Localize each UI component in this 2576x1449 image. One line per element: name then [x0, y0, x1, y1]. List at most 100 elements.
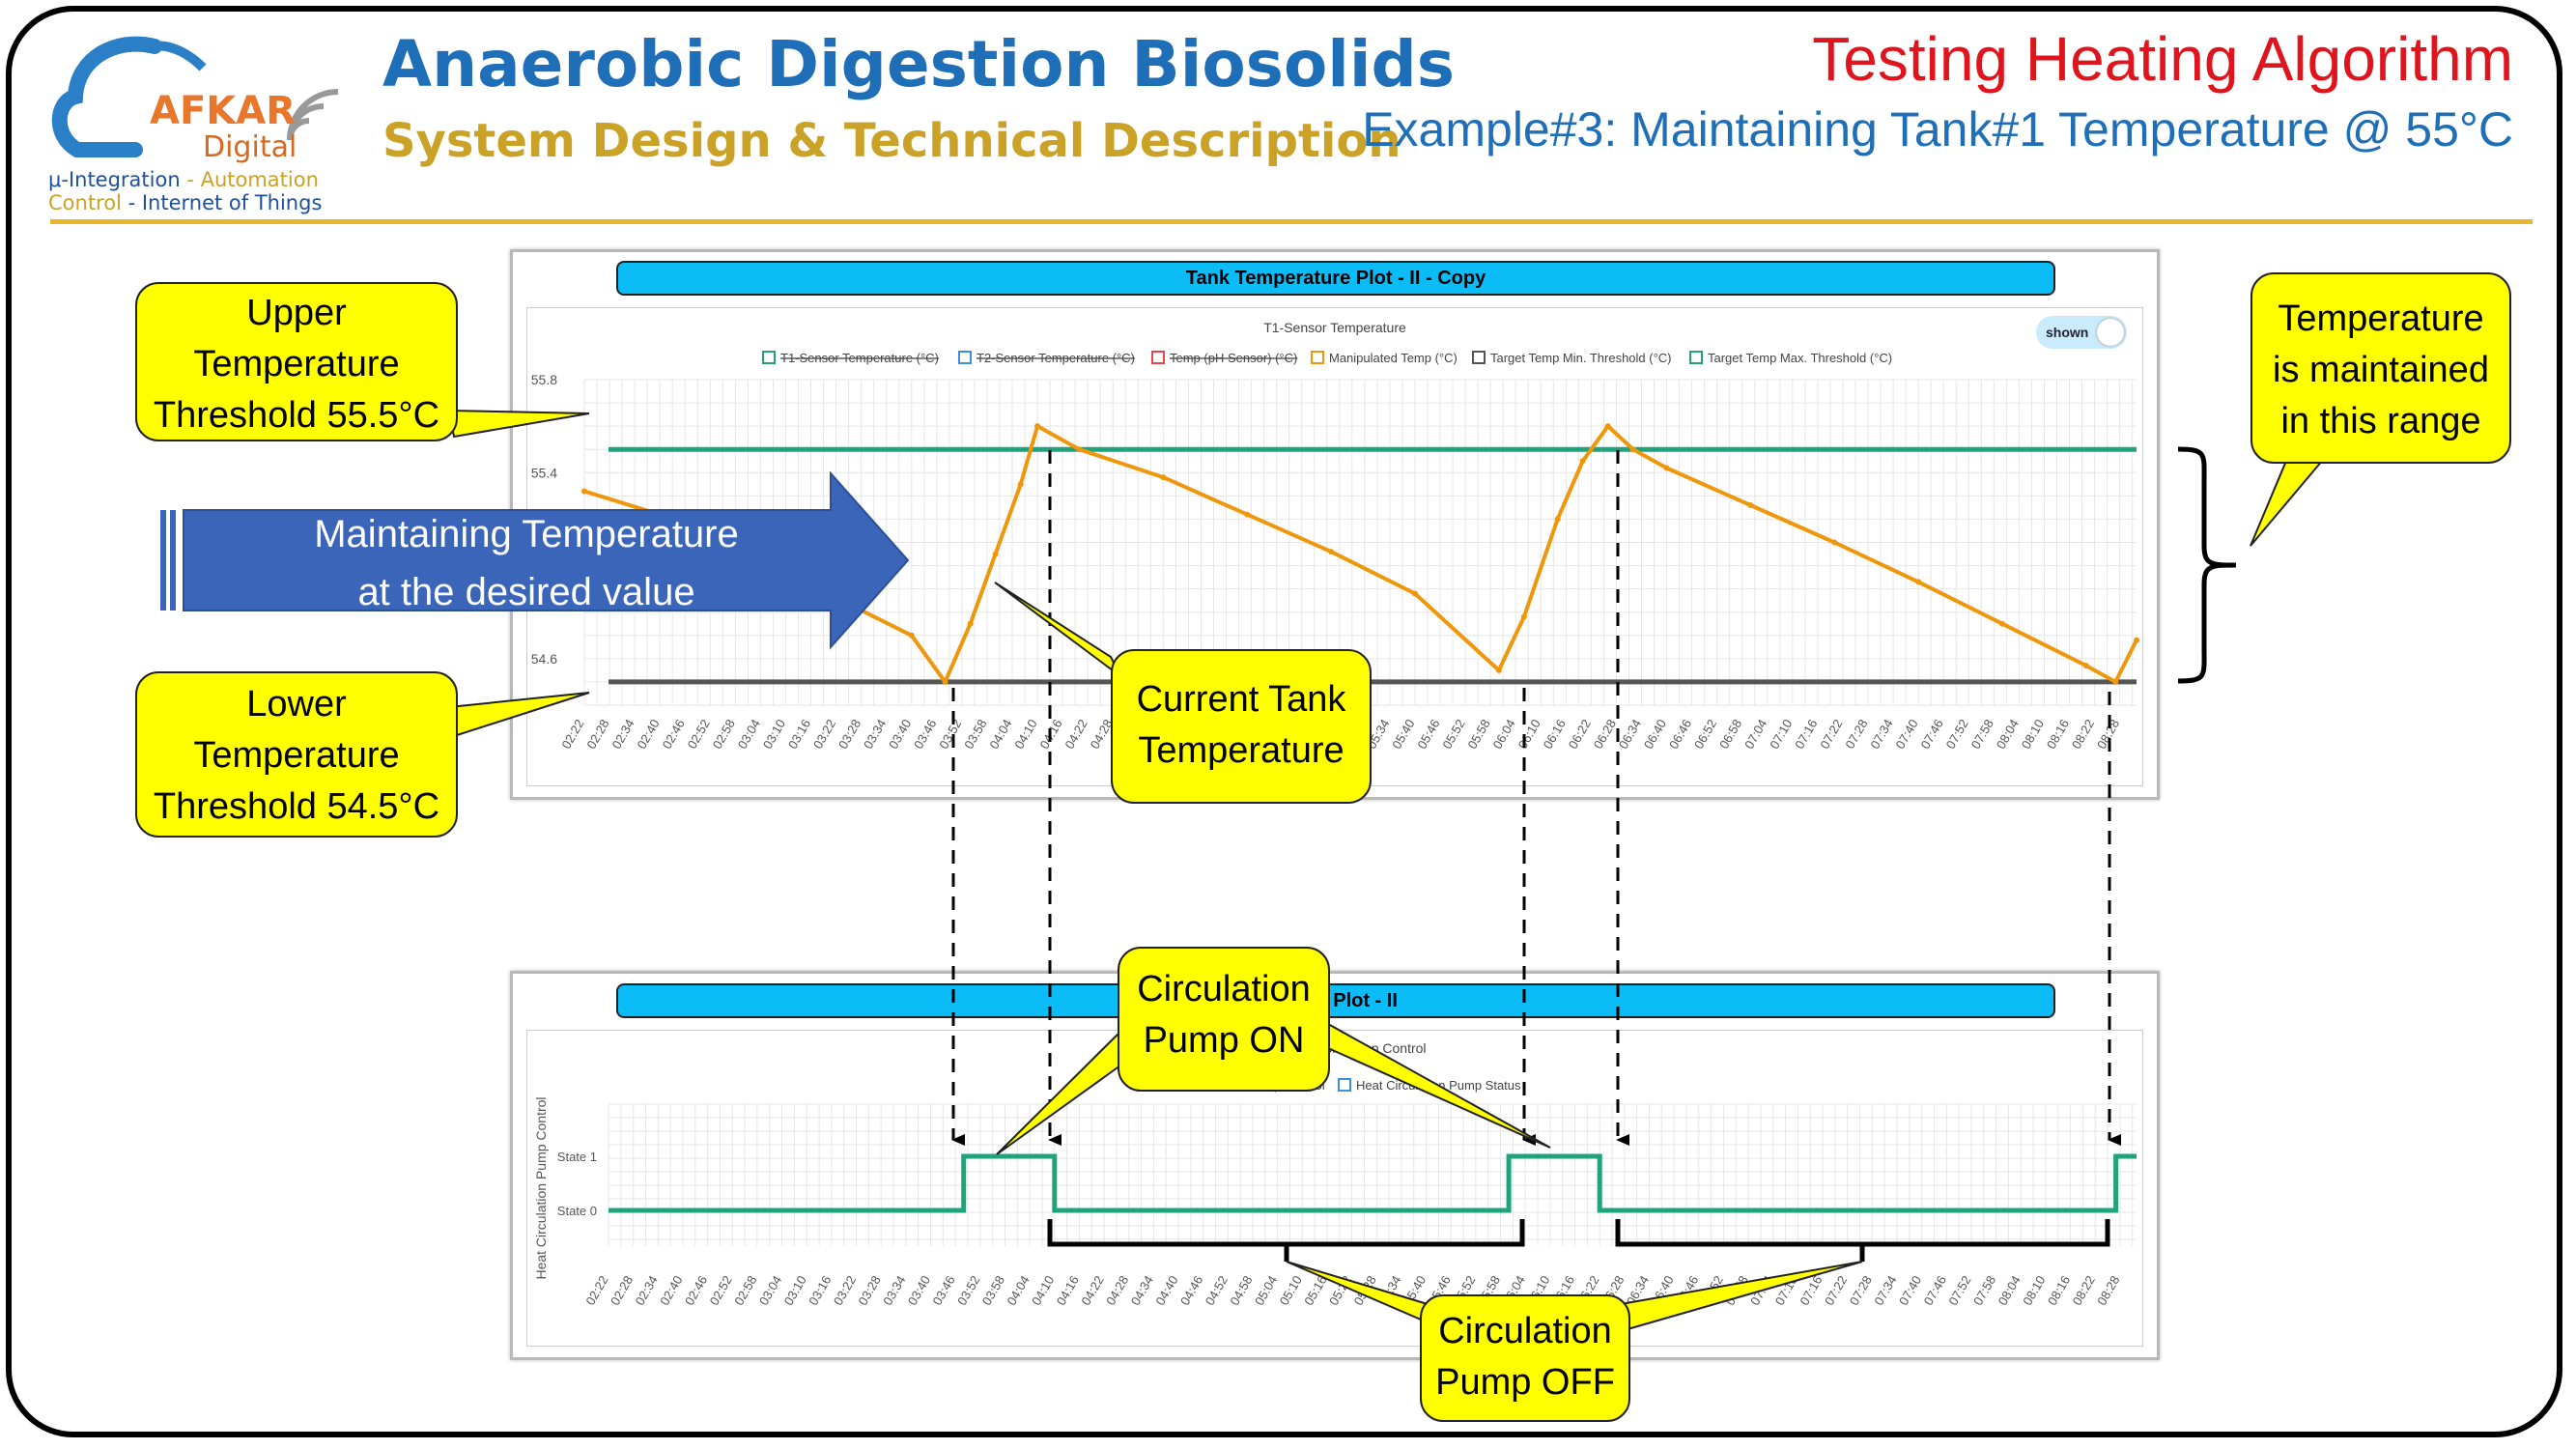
cloud-logo-icon — [51, 36, 207, 157]
x-tick-label: 04:16 — [1054, 1273, 1082, 1308]
x-tick-label: 07:46 — [1918, 717, 1946, 752]
legend-swatch — [1338, 1078, 1351, 1092]
legend-swatch — [1151, 351, 1165, 364]
temp-point — [1554, 516, 1561, 523]
logo-sub: Digital — [203, 130, 297, 164]
x-tick-label: 03:16 — [785, 717, 813, 752]
x-tick-label: 06:40 — [1641, 717, 1669, 752]
x-tick-label: 03:22 — [831, 1273, 859, 1308]
x-tick-label: 03:04 — [735, 717, 763, 752]
legend-swatch — [1689, 351, 1703, 364]
x-tick-label: 02:46 — [682, 1273, 710, 1308]
pump-grid — [608, 1103, 2137, 1246]
legend-swatch — [762, 351, 776, 364]
dashed-connectors — [951, 450, 2121, 1146]
temperature-chart-title: T1-Sensor Temperature — [1263, 320, 1406, 335]
x-tick-label: 04:40 — [1152, 1273, 1180, 1308]
x-tick-label: 07:46 — [1921, 1273, 1949, 1308]
temp-point — [1747, 501, 1754, 508]
temp-point — [1328, 549, 1335, 555]
current-callout-pointer — [994, 582, 1121, 677]
temp-point — [992, 551, 999, 557]
logo-tagline-2: Control - Internet of Things — [48, 191, 323, 214]
x-tick-label: 08:04 — [1996, 1273, 2024, 1308]
x-tick-label: 03:10 — [760, 717, 788, 752]
x-tick-label: 03:34 — [861, 717, 889, 752]
logo-name: AFKAR — [150, 89, 297, 133]
x-tick-label: 03:28 — [835, 717, 863, 752]
x-tick-label: 07:52 — [1943, 717, 1971, 752]
toggle-label: shown — [2046, 325, 2089, 340]
x-tick-label: 07:34 — [1867, 717, 1895, 752]
temp-point — [1160, 474, 1167, 481]
series-toggle[interactable]: shown — [2036, 316, 2127, 349]
legend-label: Manipulated Temp (°C) — [1329, 351, 1458, 365]
x-tick-label: 02:58 — [710, 717, 738, 752]
x-tick-label: 06:46 — [1666, 717, 1694, 752]
legend-label: T2-Sensor Temperature (°C) — [977, 351, 1135, 365]
x-tick-label: 04:28 — [1103, 1273, 1131, 1308]
x-tick-label: 02:34 — [633, 1273, 661, 1308]
x-tick-label: 07:22 — [1817, 717, 1845, 752]
x-tick-label: 02:22 — [558, 717, 586, 752]
x-tick-label: 04:04 — [1004, 1273, 1032, 1308]
temp-point — [1579, 458, 1586, 465]
x-tick-label: 06:58 — [1716, 717, 1744, 752]
x-tick-label: 07:40 — [1892, 717, 1920, 752]
x-tick-label: 03:34 — [880, 1273, 908, 1308]
temperature-legend: T1-Sensor Temperature (°C) T2-Sensor Temp… — [762, 351, 1892, 365]
x-tick-label: 03:28 — [856, 1273, 884, 1308]
x-tick-label: 02:46 — [660, 717, 688, 752]
x-tick-label: 08:04 — [1994, 717, 2022, 752]
x-tick-label: 03:04 — [756, 1273, 784, 1308]
x-tick-label: 08:16 — [2044, 717, 2072, 752]
legend-label: Target Temp Min. Threshold (°C) — [1490, 351, 1672, 365]
x-tick-label: 07:22 — [1822, 1273, 1850, 1308]
x-tick-label: 07:28 — [1842, 717, 1870, 752]
desired-value-arrow: Maintaining Temperature at the desired v… — [160, 470, 910, 650]
x-tick-label: 07:52 — [1945, 1273, 1973, 1308]
x-tick-label: 04:34 — [1128, 1273, 1156, 1308]
x-tick-label: 08:22 — [2070, 1273, 2098, 1308]
temp-point — [1076, 446, 1083, 453]
header-divider — [50, 219, 2533, 224]
upper-callout-pointer — [447, 409, 590, 439]
x-tick-label: 05:52 — [1439, 717, 1467, 752]
page-title: Anaerobic Digestion Biosolids — [382, 27, 1456, 101]
y-tick-label: 54.6 — [531, 651, 557, 667]
x-tick-label: 08:28 — [2094, 1273, 2122, 1308]
legend-label: T1-Sensor Temperature (°C) — [780, 351, 939, 365]
pump-off-bracket-1 — [1047, 1219, 1525, 1262]
x-tick-label: 03:10 — [781, 1273, 809, 1308]
x-tick-label: 02:28 — [608, 1273, 636, 1308]
x-tick-label: 05:10 — [1277, 1273, 1305, 1308]
x-tick-label: 03:46 — [929, 1273, 957, 1308]
wifi-icon — [287, 89, 339, 141]
x-tick-label: 08:22 — [2069, 717, 2097, 752]
pump-chart-area — [526, 1030, 2143, 1347]
y-tick-label: 55.8 — [531, 372, 557, 387]
x-tick-label: 03:40 — [905, 1273, 933, 1308]
x-tick-label: 02:40 — [635, 717, 663, 752]
pump-series — [609, 1153, 2137, 1213]
temp-point — [1034, 423, 1041, 430]
x-tick-label: 03:40 — [886, 717, 914, 752]
x-tick-label: 04:58 — [1227, 1273, 1255, 1308]
x-tick-label: 04:22 — [1062, 717, 1090, 752]
x-tick-label: 02:52 — [685, 717, 713, 752]
x-tick-label: 05:46 — [1414, 717, 1442, 752]
x-tick-label: 04:22 — [1078, 1273, 1106, 1308]
slide-frame — [6, 6, 2562, 1437]
temperature-series — [581, 423, 2139, 685]
x-tick-label: 04:52 — [1203, 1273, 1231, 1308]
y-tick-label: 55.4 — [531, 465, 557, 480]
x-tick-label: 07:34 — [1871, 1273, 1899, 1308]
temp-point — [1629, 446, 1636, 453]
legend-swatch — [1311, 351, 1324, 364]
x-tick-label: 08:10 — [2020, 1273, 2048, 1308]
